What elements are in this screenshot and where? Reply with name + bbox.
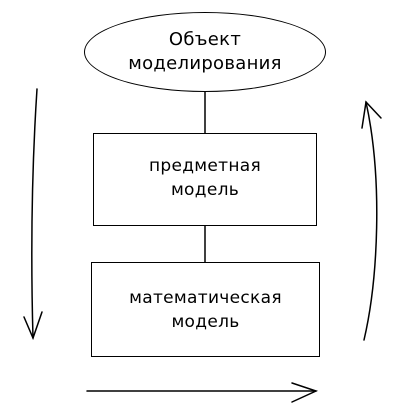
math-model-node: математическая модель xyxy=(91,262,320,357)
bottom-right-arrow xyxy=(86,382,319,403)
left-down-arrow xyxy=(23,88,43,341)
object-of-modeling-node: Объект моделирования xyxy=(84,12,326,92)
object-node-line2: моделирования xyxy=(128,53,282,74)
right-up-arrow xyxy=(361,100,382,341)
object-node-line1: Объект xyxy=(168,29,242,50)
math-node-line2: модель xyxy=(171,311,240,332)
subject-node-line2: модель xyxy=(170,179,240,200)
subject-model-node: предметная модель xyxy=(93,133,317,226)
math-node-line1: математическая xyxy=(129,287,282,308)
subject-node-line1: предметная xyxy=(148,155,262,176)
